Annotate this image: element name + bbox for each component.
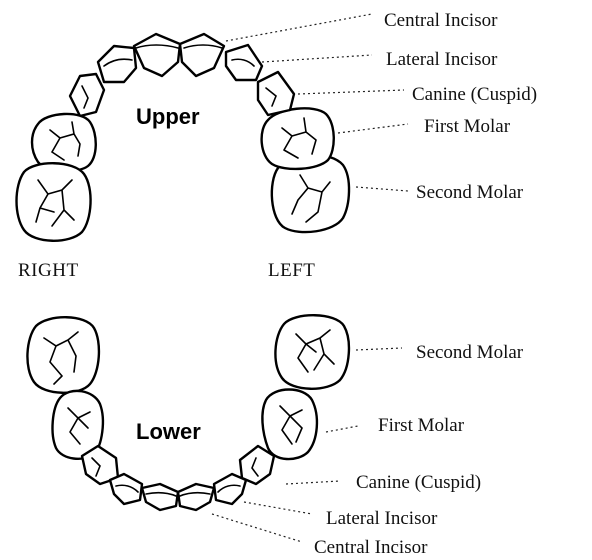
upper-left-canine xyxy=(258,72,294,115)
lower-left-second-molar xyxy=(275,315,349,389)
lower-right-second-molar xyxy=(27,317,99,393)
lower-central-incisor-leader xyxy=(212,514,302,542)
lower-lateral-incisor-leader xyxy=(244,502,312,514)
lower-right-central-incisor xyxy=(142,484,178,510)
lower-canine-label: Canine (Cuspid) xyxy=(356,472,481,493)
upper-right-canine xyxy=(70,74,104,116)
lower-central-incisor-label: Central Incisor xyxy=(314,537,428,558)
upper-right-lateral-incisor xyxy=(98,46,136,82)
upper-left-lateral-incisor xyxy=(226,45,262,80)
upper-canine-leader xyxy=(298,90,404,94)
upper-first-molar-leader xyxy=(338,124,408,133)
upper-arch-title: Upper xyxy=(136,104,200,129)
lower-right-lateral-incisor xyxy=(110,474,142,504)
lower-second-molar-leader xyxy=(356,348,402,350)
lower-arch-title: Lower xyxy=(136,419,201,444)
lower-first-molar-leader xyxy=(326,426,358,432)
upper-second-molar-label: Second Molar xyxy=(416,182,524,203)
upper-first-molar-label: First Molar xyxy=(424,116,511,137)
upper-right-second-molar xyxy=(17,163,91,241)
lower-first-molar-label: First Molar xyxy=(378,415,465,436)
upper-right-central-incisor xyxy=(134,34,180,76)
lower-lateral-incisor-label: Lateral Incisor xyxy=(326,508,438,529)
right-side-label: RIGHT xyxy=(18,260,79,281)
upper-right-first-molar xyxy=(32,114,96,171)
upper-central-incisor-label: Central Incisor xyxy=(384,10,498,31)
lower-second-molar-label: Second Molar xyxy=(416,342,524,363)
upper-lateral-incisor-leader xyxy=(262,55,372,62)
lower-left-first-molar xyxy=(262,390,317,460)
lower-left-central-incisor xyxy=(178,484,214,510)
upper-central-incisor-leader xyxy=(226,14,372,41)
lower-canine-leader xyxy=(286,481,340,484)
upper-arch: Upper xyxy=(17,34,350,241)
upper-second-molar-leader xyxy=(356,187,408,191)
left-side-label: LEFT xyxy=(268,260,315,281)
upper-left-first-molar xyxy=(262,108,334,169)
upper-left-central-incisor xyxy=(180,34,224,76)
upper-lateral-incisor-label: Lateral Incisor xyxy=(386,49,498,70)
lower-arch: Lower xyxy=(27,315,349,510)
upper-canine-label: Canine (Cuspid) xyxy=(412,84,537,105)
